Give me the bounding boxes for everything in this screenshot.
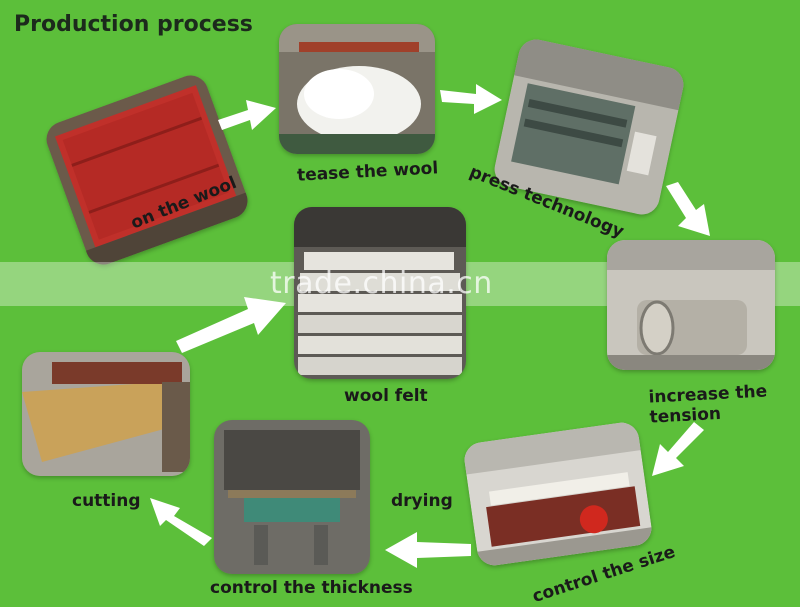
photo-press-technology [491,36,687,218]
arrow-down-right-icon [666,182,710,236]
watermark-text: trade.china.cn [270,266,493,301]
arrow-right-icon [218,100,276,130]
photo-tease-the-wool [279,24,435,154]
caption-wool-felt: wool felt [344,386,428,406]
photo-on-the-wool [41,70,253,270]
caption-cutting: cutting [72,491,141,511]
arrow-up-left-icon [150,498,212,546]
photo-cutting [22,352,190,476]
photo-wool-felt [294,207,466,379]
arrow-down-left-icon [652,422,704,476]
arrow-up-right-icon [176,297,286,353]
caption-tease-the-wool: tease the wool [296,158,439,186]
caption-drying: drying [391,491,453,511]
photo-increase-the-tension [607,240,775,370]
arrow-left-icon [385,532,471,568]
page-title: Production process [14,12,253,37]
caption-control-the-thickness: control the thickness [210,578,413,598]
photo-control-the-thickness [214,420,370,574]
arrow-right-icon [440,84,502,114]
photo-control-the-size [462,420,654,568]
